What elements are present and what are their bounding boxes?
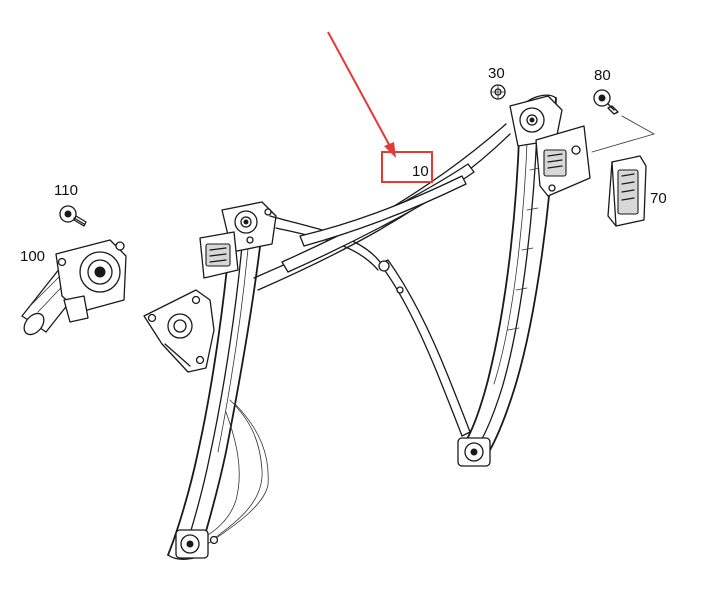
bottom-front-pulley xyxy=(175,529,219,559)
highlight-arrowhead xyxy=(384,142,396,158)
highlight-box xyxy=(381,151,433,183)
bottom-rear-pulley xyxy=(457,437,491,467)
callout-100: 100 xyxy=(20,248,45,265)
window-regulator-assembly xyxy=(143,94,591,560)
rear-glass-clamp xyxy=(535,125,591,197)
regulator-cables xyxy=(253,123,511,437)
window-motor-100 xyxy=(21,239,127,336)
nut-30 xyxy=(490,84,506,100)
top-rear-pulley xyxy=(509,95,563,147)
bolt-80 xyxy=(593,89,619,115)
callout-labels: 10 30 80 70 110 100 xyxy=(20,65,667,265)
front-glass-clamp xyxy=(199,231,239,279)
highlight-arrow xyxy=(327,31,393,151)
callout-10: 10 xyxy=(412,163,429,180)
leader-lines-80 xyxy=(591,115,655,153)
motor-mount-bracket xyxy=(143,289,215,373)
guide-clip-70 xyxy=(607,155,647,227)
callout-110: 110 xyxy=(54,182,78,199)
callout-80: 80 xyxy=(594,67,611,84)
screw-110 xyxy=(59,205,87,227)
callout-70: 70 xyxy=(650,190,667,207)
front-guide-rail xyxy=(167,209,269,560)
callout-30: 30 xyxy=(488,65,505,82)
highlight-pointer xyxy=(327,31,433,183)
